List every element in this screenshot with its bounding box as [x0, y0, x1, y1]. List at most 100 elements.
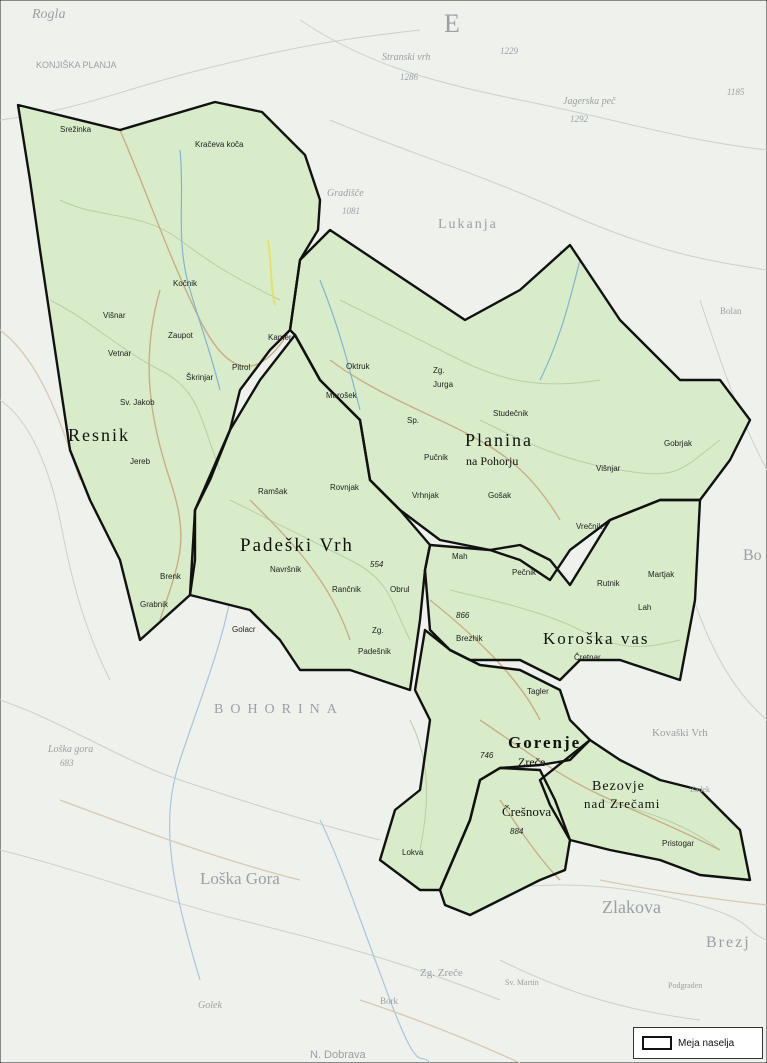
place-pitrol: Pitrol [232, 363, 250, 372]
bg-label-pod: Podgraden [668, 981, 702, 990]
place-navrsnik: Navršnik [270, 565, 302, 574]
bg-label-jagerska: Jagerska peč [563, 96, 616, 107]
map-legend: Meja naselja [633, 1027, 763, 1059]
bg-label-1185: 1185 [727, 87, 745, 97]
settlement-label-gorenje: Gorenje [508, 733, 581, 752]
place-mah: Mah [452, 552, 468, 561]
place-marosek: Marošek [326, 391, 358, 400]
place-obrul: Obrul [390, 585, 410, 594]
bg-label-1081: 1081 [342, 206, 360, 216]
place-label-layer: Srežinka Kračeva koča Kočnik Višnar Zaup… [60, 125, 694, 857]
place-jereb: Jereb [130, 457, 151, 466]
area-gorenje [380, 630, 590, 890]
bg-label-1229: 1229 [500, 46, 519, 56]
bg-label-konjiska: KONJIŠKA PLANJA [36, 60, 117, 70]
bg-label-bo: Bo [743, 547, 762, 564]
place-padesnik: Padešnik [358, 647, 392, 656]
bg-label-loska-gora-small: Loška gora [47, 744, 93, 755]
place-554: 554 [370, 560, 384, 569]
bg-label-sv-martin: Sv. Martin [505, 978, 539, 987]
place-brenk: Brenk [160, 572, 182, 581]
boundary-bezovje [538, 738, 752, 882]
place-rancnik: Rančnik [332, 585, 362, 594]
place-vetnar: Vetnar [108, 349, 131, 358]
place-krajceva: Kračeva koča [195, 140, 244, 149]
settlement-label-bezovje-2: nad Zrečami [584, 796, 660, 811]
place-golacr: Golacr [232, 625, 256, 634]
background-contours [0, 19, 767, 1021]
place-visnar: Višnar [103, 311, 126, 320]
settlement-boundaries [16, 100, 752, 917]
place-884: 884 [510, 827, 524, 836]
bg-label-gradisce: Gradišče [327, 188, 364, 199]
settlement-label-koroska: Koroška vas [543, 629, 650, 648]
settlement-label-bezovje-1: Bezovje [592, 779, 645, 794]
area-contours [49, 199, 721, 851]
area-roads [119, 129, 721, 881]
place-zaupot: Zaupot [168, 331, 194, 340]
area-cresnova [440, 768, 570, 915]
place-sv-jakob: Sv. Jakob [120, 398, 155, 407]
place-pristogar: Pristogar [662, 839, 694, 848]
place-ramsak: Ramšak [258, 487, 288, 496]
place-brezhik: Brezhik [456, 634, 484, 643]
legend-label: Meja naselja [678, 1037, 735, 1049]
area-planina [290, 230, 750, 580]
yellow-path [267, 239, 276, 306]
bg-label-loska-gora: Loška Gora [200, 869, 280, 888]
place-lokva: Lokva [402, 848, 424, 857]
settlement-label-layer: Resnik Padeški Vrh Planina na Pohorju Ko… [68, 425, 660, 819]
bg-label-e: E [444, 9, 460, 38]
place-rutnik: Rutnik [597, 579, 621, 588]
place-srezinka: Srežinka [60, 125, 92, 134]
bg-label-n-dobrava: N. Dobrava [310, 1049, 367, 1061]
place-zg2: Zg. [372, 626, 384, 635]
place-grabnik: Grabnik [140, 600, 169, 609]
bg-label-zrece-bottom: Zg. Zreče [420, 967, 463, 979]
place-pucnik: Pučnik [424, 453, 449, 462]
bg-label-bohorina: BOHORINA [214, 702, 344, 717]
bg-label-brez: Brezj [706, 934, 751, 951]
place-pecnik: Pečnik [512, 568, 537, 577]
settlement-label-cresnova: Črešnova [502, 804, 551, 819]
bg-label-golek: Golek [198, 1000, 222, 1011]
place-oktruk: Oktruk [346, 362, 371, 371]
settlement-label-resnik: Resnik [68, 425, 130, 445]
place-jurga: Jurga [433, 380, 454, 389]
bg-label-1286: 1286 [400, 72, 419, 82]
settlement-label-zrece: Zreče [518, 755, 545, 769]
place-gosak: Gošak [488, 491, 512, 500]
place-skrinjar: Škrinjar [186, 373, 213, 382]
background-label-layer: Rogla KONJIŠKA PLANJA E Stranski vrh 128… [31, 7, 762, 1061]
bg-label-stranski: Stranski vrh [382, 52, 430, 63]
place-gobrjak: Gobrjak [664, 439, 693, 448]
boundary-cresnova [438, 766, 572, 917]
place-studencnik: Studečnik [493, 409, 529, 418]
bg-label-bork: Bork [380, 996, 399, 1006]
place-866: 866 [456, 611, 470, 620]
place-rovnjak: Rovnjak [330, 483, 360, 492]
place-kocnik: Kočnik [173, 279, 198, 288]
settlement-label-padeski: Padeški Vrh [240, 535, 354, 556]
bg-label-kovaski: Kovaški Vrh [652, 727, 708, 739]
place-vrhnjak: Vrhnjak [412, 491, 440, 500]
boundary-swatch [642, 1036, 672, 1050]
bg-label-683: 683 [60, 758, 74, 768]
area-rivers [179, 149, 581, 411]
bg-label-1292: 1292 [570, 114, 589, 124]
place-lah: Lah [638, 603, 651, 612]
place-kamer: Kamer [268, 333, 292, 342]
place-cretnar: Čretnar [574, 653, 601, 662]
bg-label-zlakova: Zlakova [602, 897, 661, 917]
place-martjak: Martjak [648, 570, 675, 579]
bg-label-bolan: Bolan [720, 306, 742, 316]
bg-label-lukanja: Lukanja [438, 217, 498, 232]
place-sp: Sp. [407, 416, 419, 425]
bg-label-zadek: Zadek [690, 785, 710, 794]
area-padeski [190, 335, 430, 690]
settlement-label-planina-1: Planina [465, 430, 533, 450]
settlement-label-planina-2: na Pohorju [466, 454, 518, 468]
place-vrecnik: Vrečnik [576, 522, 603, 531]
